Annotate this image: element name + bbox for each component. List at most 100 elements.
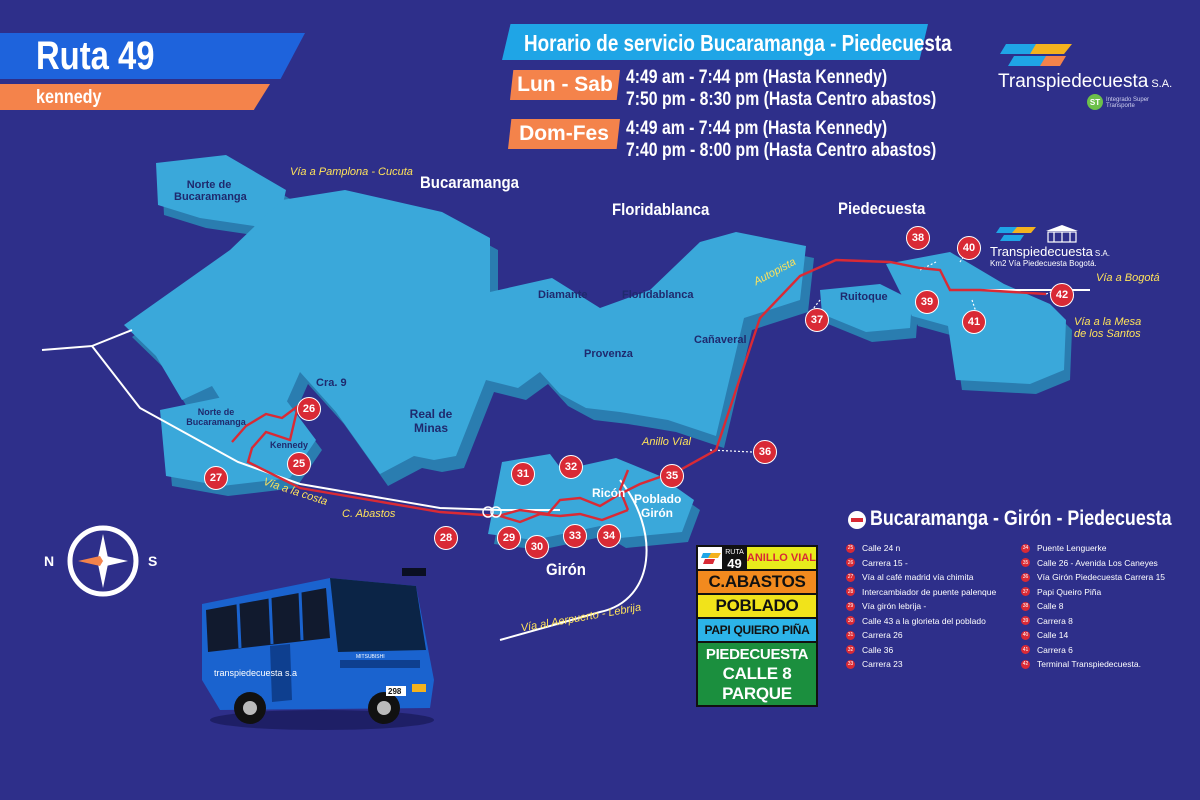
terminal-address: Km2 Vía Piedecuesta Bogotá. xyxy=(990,259,1097,268)
legend-number: 42 xyxy=(1021,659,1030,669)
legend-item: 35 Calle 26 - Avenida Los Caneyes xyxy=(1021,556,1186,571)
neighborhood-label: Provenza xyxy=(584,348,633,360)
road-label: Vía a Bogotá xyxy=(1096,272,1160,284)
legend-text: Vía al café madrid vía chimita xyxy=(862,572,974,583)
legend-item: 39 Carrera 8 xyxy=(1021,614,1186,629)
stop-marker: 25 xyxy=(287,452,311,476)
legend-item: 33 Carrera 23 xyxy=(846,657,1011,672)
city-label: Girón xyxy=(546,560,586,579)
city-label: Bucaramanga xyxy=(420,173,519,192)
bus-number: 298 xyxy=(388,687,402,696)
sign-ruta-number: 49 xyxy=(727,556,742,571)
stop-marker: 37 xyxy=(805,308,829,332)
neighborhood-label: Cañaveral xyxy=(694,334,747,346)
st-badge-icon: ST xyxy=(1087,94,1103,110)
legend-title: Bucaramanga - Girón - Piedecuesta xyxy=(870,507,1172,530)
legend-item: 41 Carrera 6 xyxy=(1021,643,1186,658)
stop-marker: 30 xyxy=(525,535,549,559)
legend-text: Carrera 6 xyxy=(1037,644,1073,655)
legend-text: Carrera 8 xyxy=(1037,615,1073,626)
legend-number: 39 xyxy=(1021,616,1030,626)
legend-number: 30 xyxy=(846,616,855,626)
stop-marker: 33 xyxy=(563,524,587,548)
stop-marker: 41 xyxy=(962,310,986,334)
sign-row-piedecuesta: PIEDECUESTA xyxy=(705,645,809,663)
bus-image: 298 transpiedecuesta s.a MITSUBISHI xyxy=(202,568,434,730)
schedule-days-holiday: Dom-Fes xyxy=(508,119,620,149)
neighborhood-label: Real de Minas xyxy=(409,407,453,435)
stop-marker: 28 xyxy=(434,526,458,550)
route-sign: RUTA 49 ANILLO VIAL C.ABASTOS POBLADO PA… xyxy=(696,545,818,707)
city-label: Piedecuesta xyxy=(838,199,926,218)
city-label: Floridablanca xyxy=(612,200,710,219)
legend-text: Calle 36 xyxy=(862,644,894,655)
legend-item: 32 Calle 36 xyxy=(846,643,1011,658)
legend-number: 28 xyxy=(846,587,855,597)
stop-marker: 32 xyxy=(559,455,583,479)
brand-logo-icon xyxy=(1000,44,1072,66)
sign-ruta-label: RUTA xyxy=(725,549,744,556)
schedule-banner xyxy=(502,24,928,60)
legend-item: 42 Terminal Transpiedecuesta. xyxy=(1021,657,1186,672)
legend-text: Papi Queiro Piña xyxy=(1037,586,1102,597)
st-badge-text: Integrado Super Transporte xyxy=(1106,97,1150,109)
sign-row-papi: PAPI QUIERO PIÑA xyxy=(698,619,816,641)
legend-number: 41 xyxy=(1021,645,1030,655)
route-subtitle-banner xyxy=(0,84,270,110)
compass-icon xyxy=(67,525,139,597)
norte-bucaramanga-area xyxy=(156,155,286,240)
sign-row-poblado: POBLADO xyxy=(698,595,816,617)
neighborhood-label: Kennedy xyxy=(270,440,309,450)
neighborhood-label: Diamante xyxy=(538,289,588,301)
schedule-line: 4:49 am - 7:44 pm (Hasta Kennedy) xyxy=(626,67,888,88)
terminal-logo-icon xyxy=(996,225,1078,243)
schedule-line: 7:50 pm - 8:30 pm (Hasta Centro abastos) xyxy=(626,89,937,110)
legend-text: Carrera 23 xyxy=(862,659,903,670)
bus-maker-text: MITSUBISHI xyxy=(356,654,385,660)
legend-text: Calle 26 - Avenida Los Caneyes xyxy=(1037,557,1158,568)
compass-right-label: S xyxy=(148,553,158,569)
legend-number: 38 xyxy=(1021,601,1030,611)
legend-text: Terminal Transpiedecuesta. xyxy=(1037,659,1141,670)
legend-number: 40 xyxy=(1021,630,1030,640)
legend-text: Calle 14 xyxy=(1037,630,1069,641)
route-subtitle: kennedy xyxy=(36,87,102,108)
stop-marker: 35 xyxy=(660,464,684,488)
legend-item: 27 Vía al café madrid vía chimita xyxy=(846,570,1011,585)
stop-marker: 38 xyxy=(906,226,930,250)
legend-text: Puente Lenguerke xyxy=(1037,543,1107,554)
legend-number: 31 xyxy=(846,630,855,640)
schedule-line: 7:40 pm - 8:00 pm (Hasta Centro abastos) xyxy=(626,140,937,161)
legend-number: 33 xyxy=(846,659,855,669)
neighborhood-label: Poblado Girón xyxy=(634,492,682,520)
schedule-title: Horario de servicio Bucaramanga - Piedec… xyxy=(524,30,952,56)
legend-number: 32 xyxy=(846,645,855,655)
sign-ruta-box: RUTA 49 xyxy=(722,547,747,571)
stop-marker: 42 xyxy=(1050,283,1074,307)
stop-marker: 34 xyxy=(597,524,621,548)
schedule-line: 4:49 am - 7:44 pm (Hasta Kennedy) xyxy=(626,118,888,139)
road-label: Vía a la Mesa de los Santos xyxy=(1074,316,1142,340)
sign-logo-icon xyxy=(701,553,721,564)
stop-marker: 26 xyxy=(297,397,321,421)
road-label: Vía a Pamplona - Cucuta xyxy=(290,166,413,178)
legend-number: 26 xyxy=(846,558,855,568)
stop-marker: 36 xyxy=(753,440,777,464)
neighborhood-label: Ruitoque xyxy=(840,291,888,303)
route-title: Ruta 49 xyxy=(36,34,155,78)
road-label: Anillo Víal xyxy=(642,436,691,448)
ruitoque-area xyxy=(820,284,912,332)
legend-number: 27 xyxy=(846,572,855,582)
legend-number: 37 xyxy=(1021,587,1030,597)
legend-text: Calle 24 n xyxy=(862,543,901,554)
legend-number: 35 xyxy=(1021,558,1030,568)
legend-number: 29 xyxy=(846,601,855,611)
legend-text: Calle 43 a la glorieta del poblado xyxy=(862,615,986,626)
legend-item: 40 Calle 14 xyxy=(1021,628,1186,643)
